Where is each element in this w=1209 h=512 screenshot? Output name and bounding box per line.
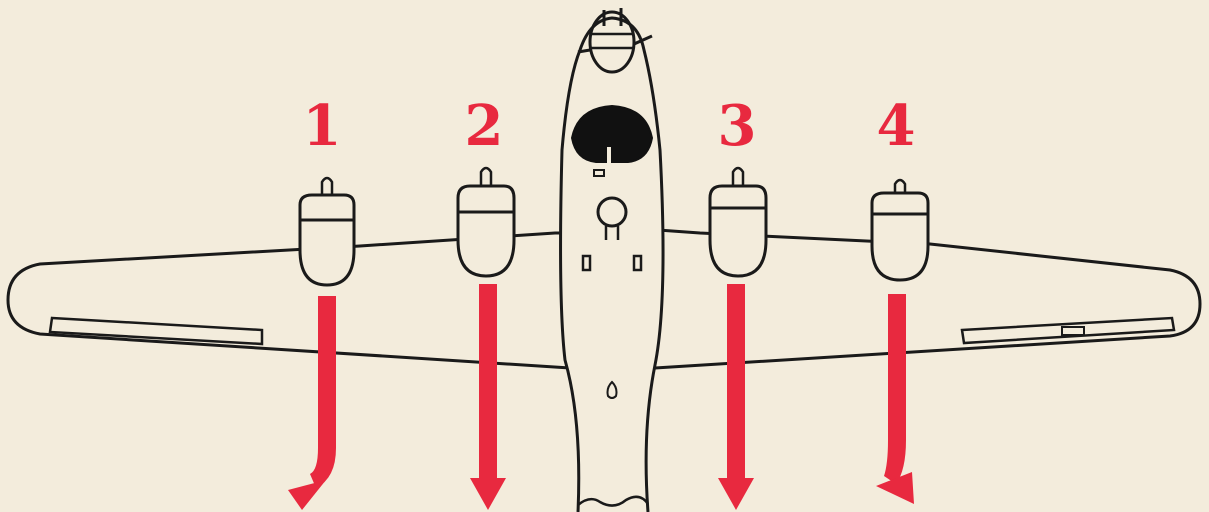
window-left — [581, 254, 592, 272]
fuselage — [559, 16, 665, 512]
cheek-gun-right — [633, 34, 653, 46]
left-aileron — [48, 316, 264, 346]
engine-nacelle-4 — [870, 178, 930, 282]
right-trim-tab — [1061, 326, 1085, 336]
right-wing — [654, 228, 1202, 370]
top-turret — [596, 196, 628, 228]
engine-number-3: 3 — [718, 93, 757, 159]
left-wing — [6, 231, 571, 370]
engine-nacelle-2 — [456, 166, 516, 278]
fuselage-cut-edge — [577, 495, 650, 507]
engine-nacelle-3 — [708, 166, 768, 278]
engine-number-4: 4 — [877, 93, 916, 159]
nose-glazing — [588, 10, 636, 74]
cheek-gun-left — [577, 48, 591, 54]
hatch — [593, 169, 605, 177]
engine-nacelle-1 — [298, 176, 356, 287]
engine-number-2: 2 — [465, 93, 504, 159]
arrow-engine-4 — [876, 294, 914, 504]
arrow-engine-2 — [470, 284, 506, 510]
right-aileron — [960, 316, 1176, 345]
window-right — [632, 254, 643, 272]
arrow-engine-1 — [288, 296, 336, 510]
arrow-engine-3 — [718, 284, 754, 510]
engine-number-1: 1 — [303, 93, 342, 159]
ventral-marker — [606, 380, 618, 399]
cockpit-canopy — [570, 104, 654, 163]
